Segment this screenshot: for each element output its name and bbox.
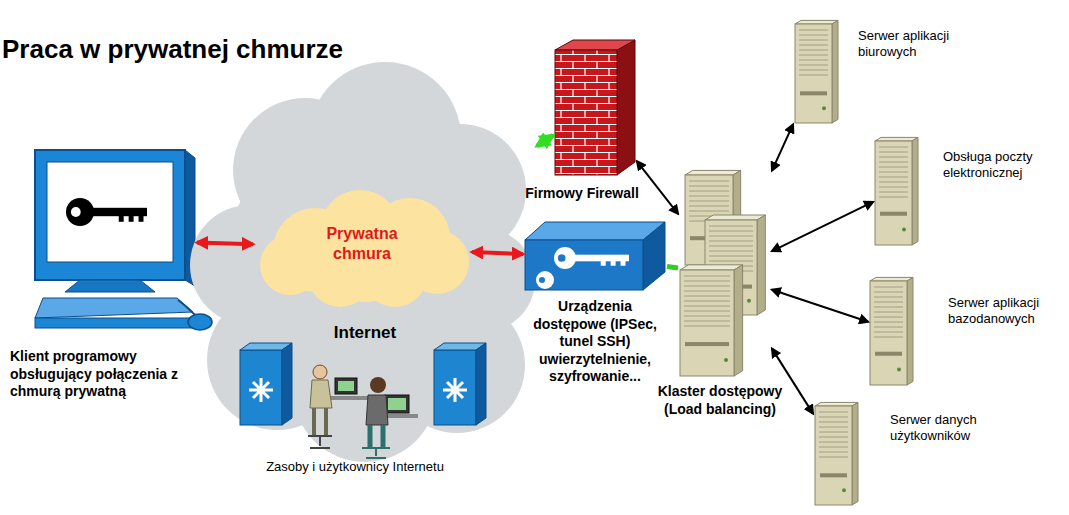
connector [637, 161, 678, 214]
node-label: Obsługa poczty elektronicznej [943, 149, 1043, 182]
node-label: Klaster dostępowy (Load balancing) [645, 383, 795, 418]
node-label: Serwer danych użytkowników [890, 412, 1000, 445]
node-label: Internet [305, 322, 425, 343]
server: Serwer aplikacji biurowych [795, 18, 840, 123]
internet-server [434, 343, 486, 425]
node-label: Urządzenia dostępowe (IPSec, tunel SSH) … [520, 298, 670, 386]
node-label: Prywatna chmura [307, 224, 417, 264]
connector [667, 266, 678, 268]
connector [772, 290, 868, 322]
node-label: Serwer aplikacji bazodanowych [948, 295, 1058, 328]
server-shape [815, 400, 860, 505]
access-cluster-shape [680, 170, 770, 378]
connector [772, 124, 793, 170]
server: Serwer aplikacji bazodanowych [870, 275, 915, 385]
private-cloud: Prywatna chmura [255, 190, 470, 305]
connector [772, 202, 873, 251]
client-computer: Klient programowy obsługujący połączenia… [35, 150, 195, 330]
server: Serwer danych użytkowników [815, 400, 860, 505]
firewall-shape [555, 40, 635, 175]
access-device-shape [525, 222, 665, 292]
firewall: Firmowy Firewall [555, 40, 635, 175]
caption-label: Zasoby i użytkownicy Internetu [215, 459, 495, 474]
node-label: Firmowy Firewall [507, 185, 657, 203]
node-label: Klient programowy obsługujący połączenia… [10, 348, 220, 401]
server: Obsługa poczty elektronicznej [875, 135, 920, 245]
access-device: Urządzenia dostępowe (IPSec, tunel SSH) … [525, 222, 665, 292]
server-shape [795, 18, 840, 123]
server-shape [875, 135, 920, 245]
client-computer-shape [35, 150, 195, 330]
connector [772, 349, 813, 414]
diagram-title: Praca w prywatnej chmurze [2, 34, 343, 65]
internet-server [240, 343, 292, 425]
access-cluster: Klaster dostępowy (Load balancing) [680, 170, 770, 378]
server-shape [870, 275, 915, 385]
node-label: Serwer aplikacji biurowych [858, 28, 968, 61]
connector [537, 135, 553, 146]
